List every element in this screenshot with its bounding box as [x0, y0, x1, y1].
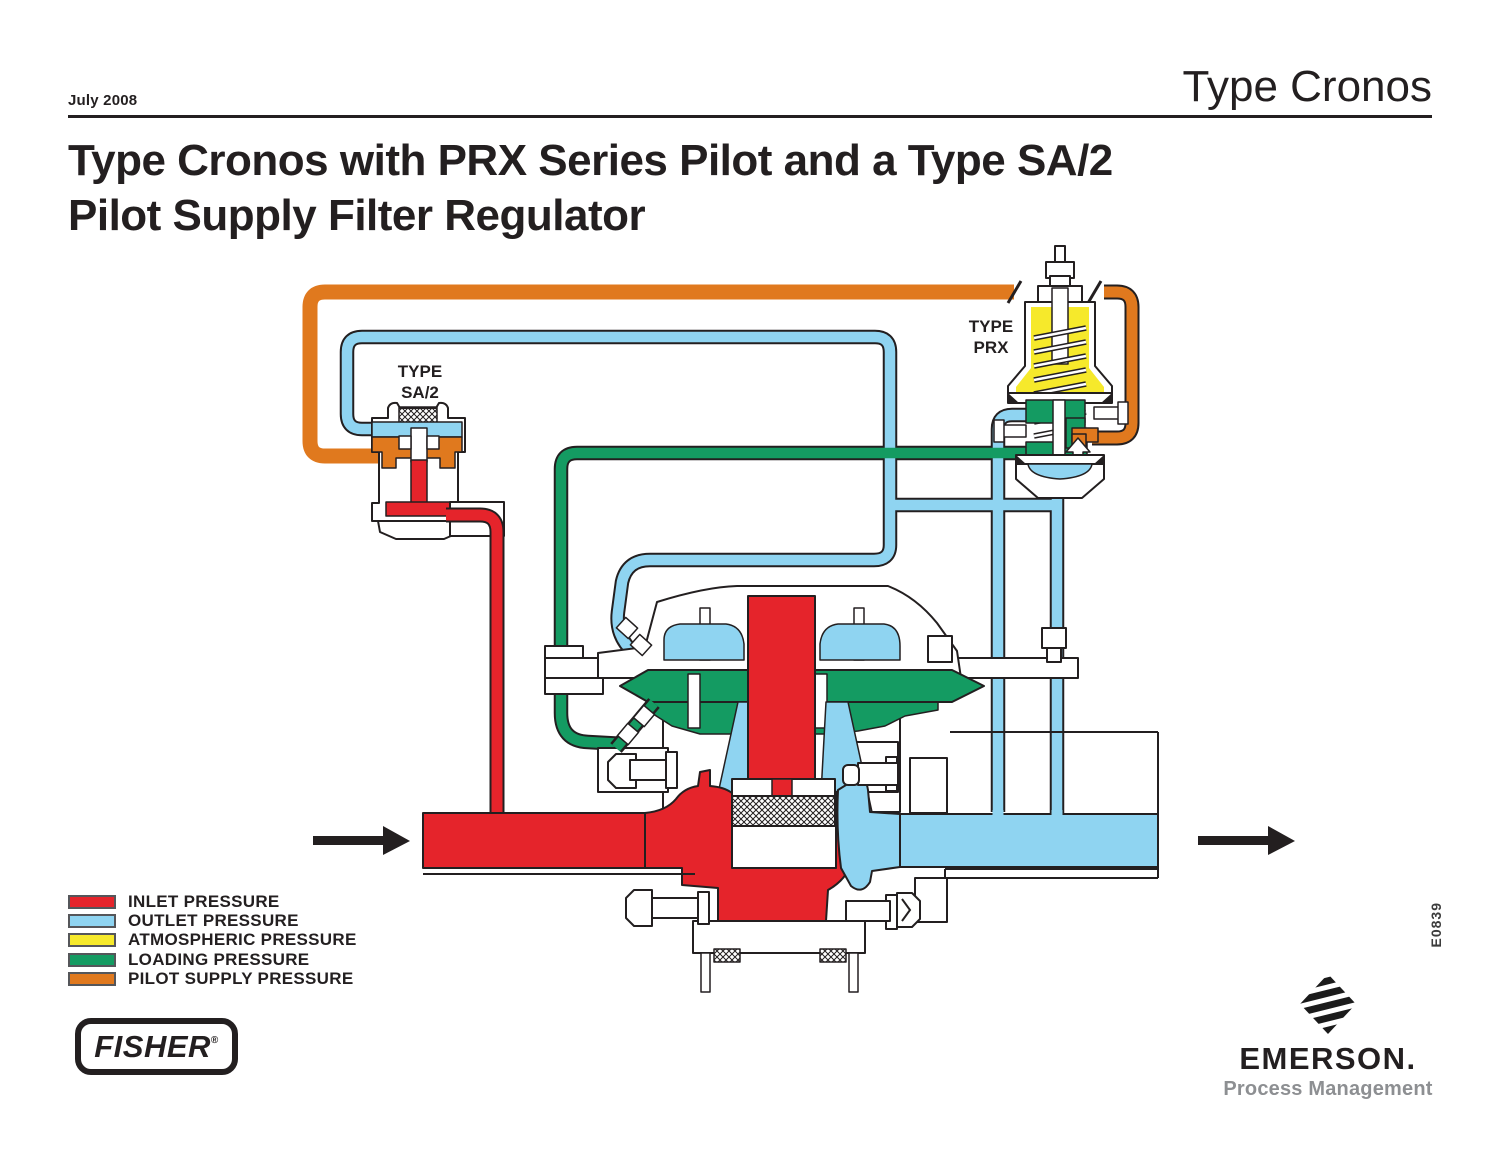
atmospheric-swatch-icon: [68, 933, 116, 948]
pilot-supply-swatch-icon: [68, 972, 116, 987]
pipe-wall-lines: [423, 731, 1159, 922]
header-date: July 2008: [68, 92, 138, 109]
outlet-line-fitting: [615, 616, 653, 657]
loading-line-fitting: [610, 698, 660, 753]
main-valve: [422, 585, 1159, 993]
emerson-logo: EMERSON. Process Management: [1222, 974, 1434, 1101]
casing-outlet-cavity-left: [663, 623, 745, 661]
page-title-line2: Pilot Supply Filter Regulator: [68, 191, 646, 240]
valve-cage: [732, 796, 835, 826]
inlet-swatch-icon: [68, 894, 116, 909]
sa2-inlet-bar: [385, 501, 451, 517]
legend: INLET PRESSURE OUTLET PRESSURE ATMOSPHER…: [68, 892, 357, 989]
outlet-swatch-icon: [68, 914, 116, 929]
outlet-pipe: [899, 813, 1159, 868]
loading-pressure-tubing: [555, 447, 1030, 750]
sa2-filter-regulator: [371, 401, 505, 818]
page-title-line1: Type Cronos with PRX Series Pilot and a …: [68, 136, 1113, 185]
legend-item-pilot-supply: PILOT SUPPLY PRESSURE: [68, 969, 357, 989]
fisher-logo: FISHER®: [75, 1018, 238, 1075]
bottom-flange: [692, 920, 866, 954]
label-prx-type: TYPE: [969, 317, 1013, 336]
header-rule: [68, 115, 1432, 118]
emerson-division-text: Process Management: [1223, 1078, 1433, 1100]
loading-swatch-icon: [68, 952, 116, 967]
figure-number: E0839: [1428, 902, 1444, 948]
sa2-inlet-stem: [410, 459, 428, 506]
label-sa2-model: SA/2: [401, 383, 439, 402]
prx-pilot: [993, 245, 1129, 499]
pilot-supply-tubing: [304, 286, 1138, 462]
flow-arrow-inlet: [313, 826, 410, 855]
fisher-logo-text: FISHER: [94, 1028, 211, 1064]
label-prx-model: PRX: [974, 338, 1010, 357]
valve-stem-inlet-column: [747, 595, 816, 787]
legend-item-inlet: INLET PRESSURE: [68, 892, 357, 911]
legend-item-atmospheric: ATMOSPHERIC PRESSURE: [68, 930, 357, 950]
casing-outlet-cavity-right: [819, 623, 901, 661]
flange-bolts: [607, 627, 1067, 930]
emerson-diamond-icon: [1300, 974, 1356, 1034]
legend-item-loading: LOADING PRESSURE: [68, 950, 357, 969]
label-sa2-type: TYPE: [398, 362, 442, 381]
prx-diaphragm: [1015, 454, 1105, 465]
sa2-valve-stem: [410, 427, 428, 463]
legend-item-outlet: OUTLET PRESSURE: [68, 911, 357, 930]
fisher-registered-mark: ®: [210, 1034, 219, 1046]
sa2-inlet-supply-line: [446, 509, 503, 818]
page-title: Type Cronos with PRX Series Pilot and a …: [68, 133, 1113, 243]
inlet-pipe: [422, 812, 646, 869]
emerson-logo-text: EMERSON.: [1239, 1041, 1417, 1076]
header-product-name: Type Cronos: [1182, 62, 1432, 111]
flow-arrow-outlet: [1198, 826, 1295, 855]
tubing-break-marks: [1006, 280, 1103, 304]
